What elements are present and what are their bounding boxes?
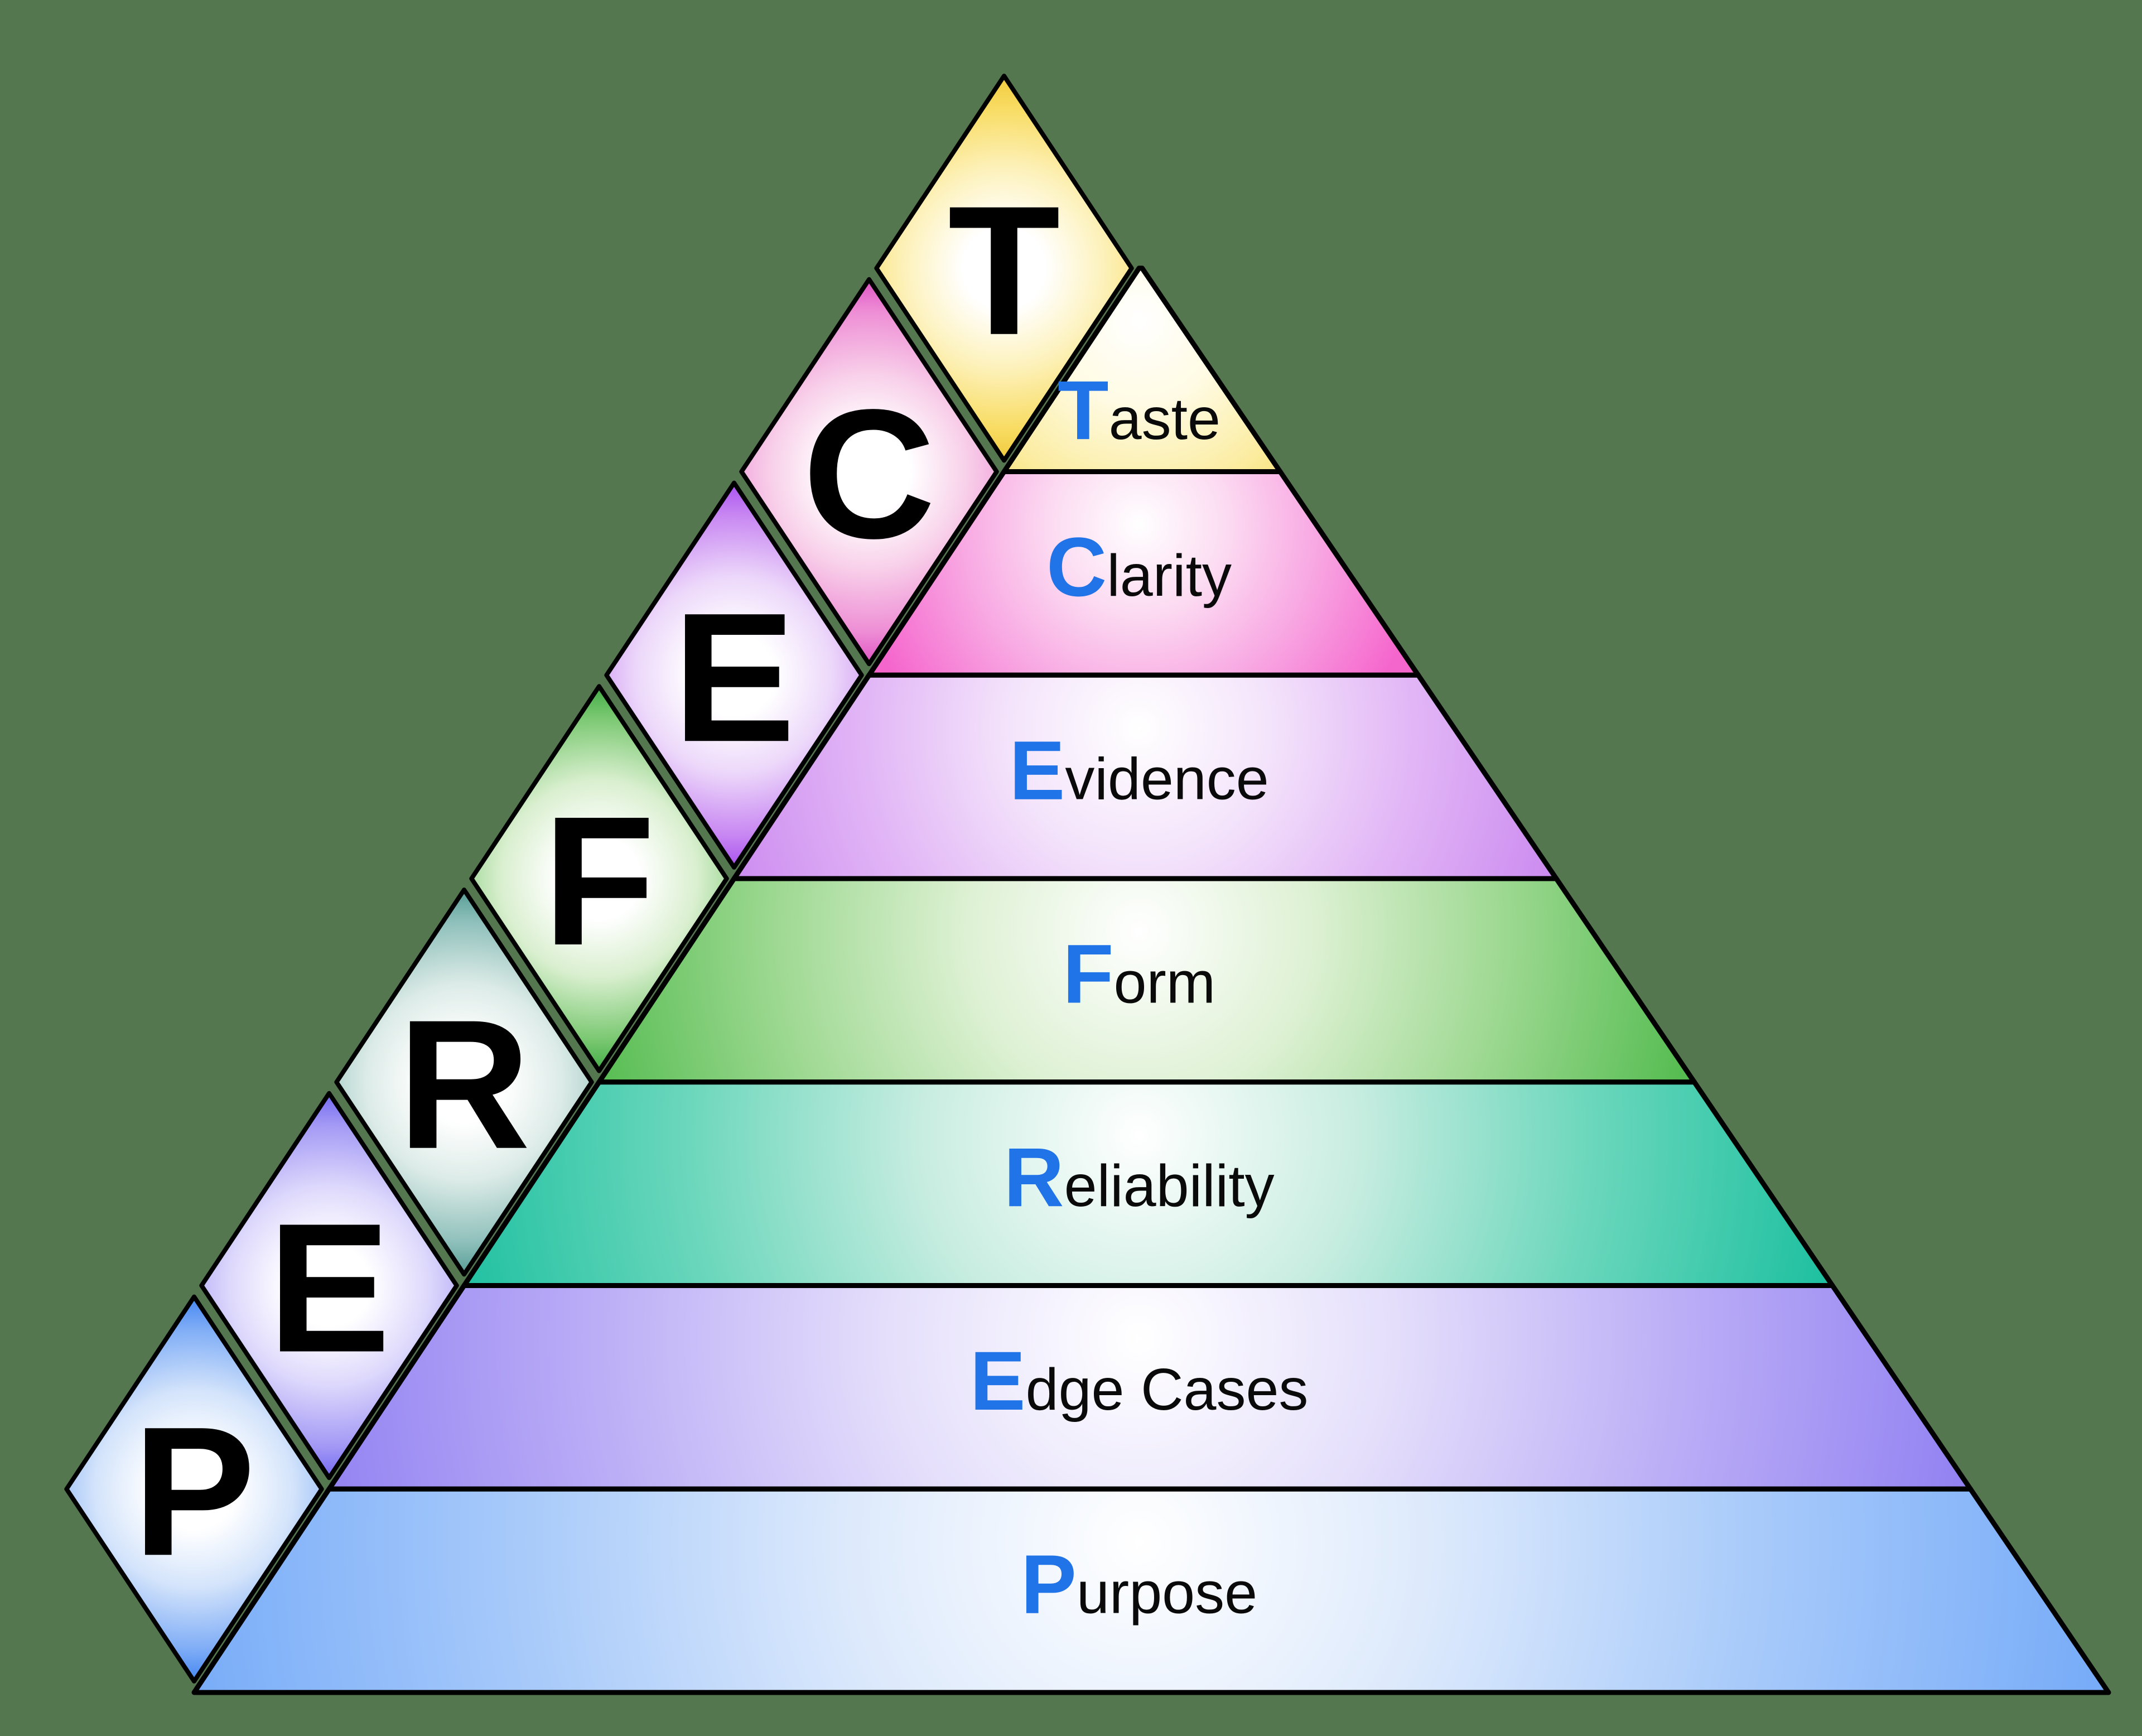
diamond-f-4 bbox=[469, 684, 729, 1073]
layer-label-form-initial: F bbox=[1063, 927, 1114, 1021]
layer-label-purpose-initial: P bbox=[1021, 1537, 1077, 1631]
diamond-e-3 bbox=[604, 480, 864, 870]
layer-label-taste: Taste bbox=[1058, 363, 1220, 457]
layer-label-form: Form bbox=[1063, 927, 1215, 1021]
layer-label-edge-cases: Edge Cases bbox=[970, 1334, 1309, 1428]
letter-diamonds bbox=[64, 74, 1134, 1684]
layer-label-clarity-rest: larity bbox=[1107, 543, 1232, 609]
layer-label-taste-rest: aste bbox=[1109, 386, 1220, 452]
diamond-letter-c-2: C bbox=[803, 371, 935, 577]
diamond-e-6 bbox=[199, 1091, 459, 1481]
layer-label-evidence: Evidence bbox=[1009, 724, 1268, 817]
layer-label-evidence-initial: E bbox=[1009, 724, 1065, 817]
diamond-t-1 bbox=[874, 74, 1134, 463]
layer-label-reliability-rest: eliability bbox=[1064, 1153, 1275, 1219]
layer-label-purpose: Purpose bbox=[1021, 1537, 1257, 1631]
layer-label-purpose-rest: urpose bbox=[1077, 1560, 1257, 1626]
layer-label-form-rest: orm bbox=[1114, 950, 1216, 1016]
diamond-letter-e-6: E bbox=[268, 1185, 390, 1391]
diamond-c-2 bbox=[739, 277, 999, 667]
layer-label-edge-cases-rest: dge Cases bbox=[1026, 1357, 1309, 1422]
diamond-letter-f-4: F bbox=[543, 778, 655, 983]
diamond-letter-t-1: T bbox=[948, 167, 1060, 373]
layer-label-reliability: Reliability bbox=[1004, 1130, 1274, 1224]
diamond-r-5 bbox=[334, 888, 594, 1277]
diamond-p-7 bbox=[64, 1294, 324, 1684]
layer-label-clarity-initial: C bbox=[1046, 520, 1107, 614]
layer-label-taste-initial: T bbox=[1058, 363, 1109, 457]
layer-bands bbox=[191, 266, 2111, 1695]
layer-label-edge-cases-initial: E bbox=[970, 1334, 1026, 1428]
layer-purpose-band bbox=[191, 1486, 2111, 1695]
diamond-letter-p-7: P bbox=[133, 1388, 255, 1594]
diamond-letter-r-5: R bbox=[398, 981, 530, 1187]
diamond-letter-e-3: E bbox=[673, 574, 795, 780]
layer-label-clarity: Clarity bbox=[1046, 520, 1232, 614]
layer-label-evidence-rest: vidence bbox=[1065, 746, 1268, 812]
layer-label-reliability-initial: R bbox=[1004, 1130, 1064, 1224]
